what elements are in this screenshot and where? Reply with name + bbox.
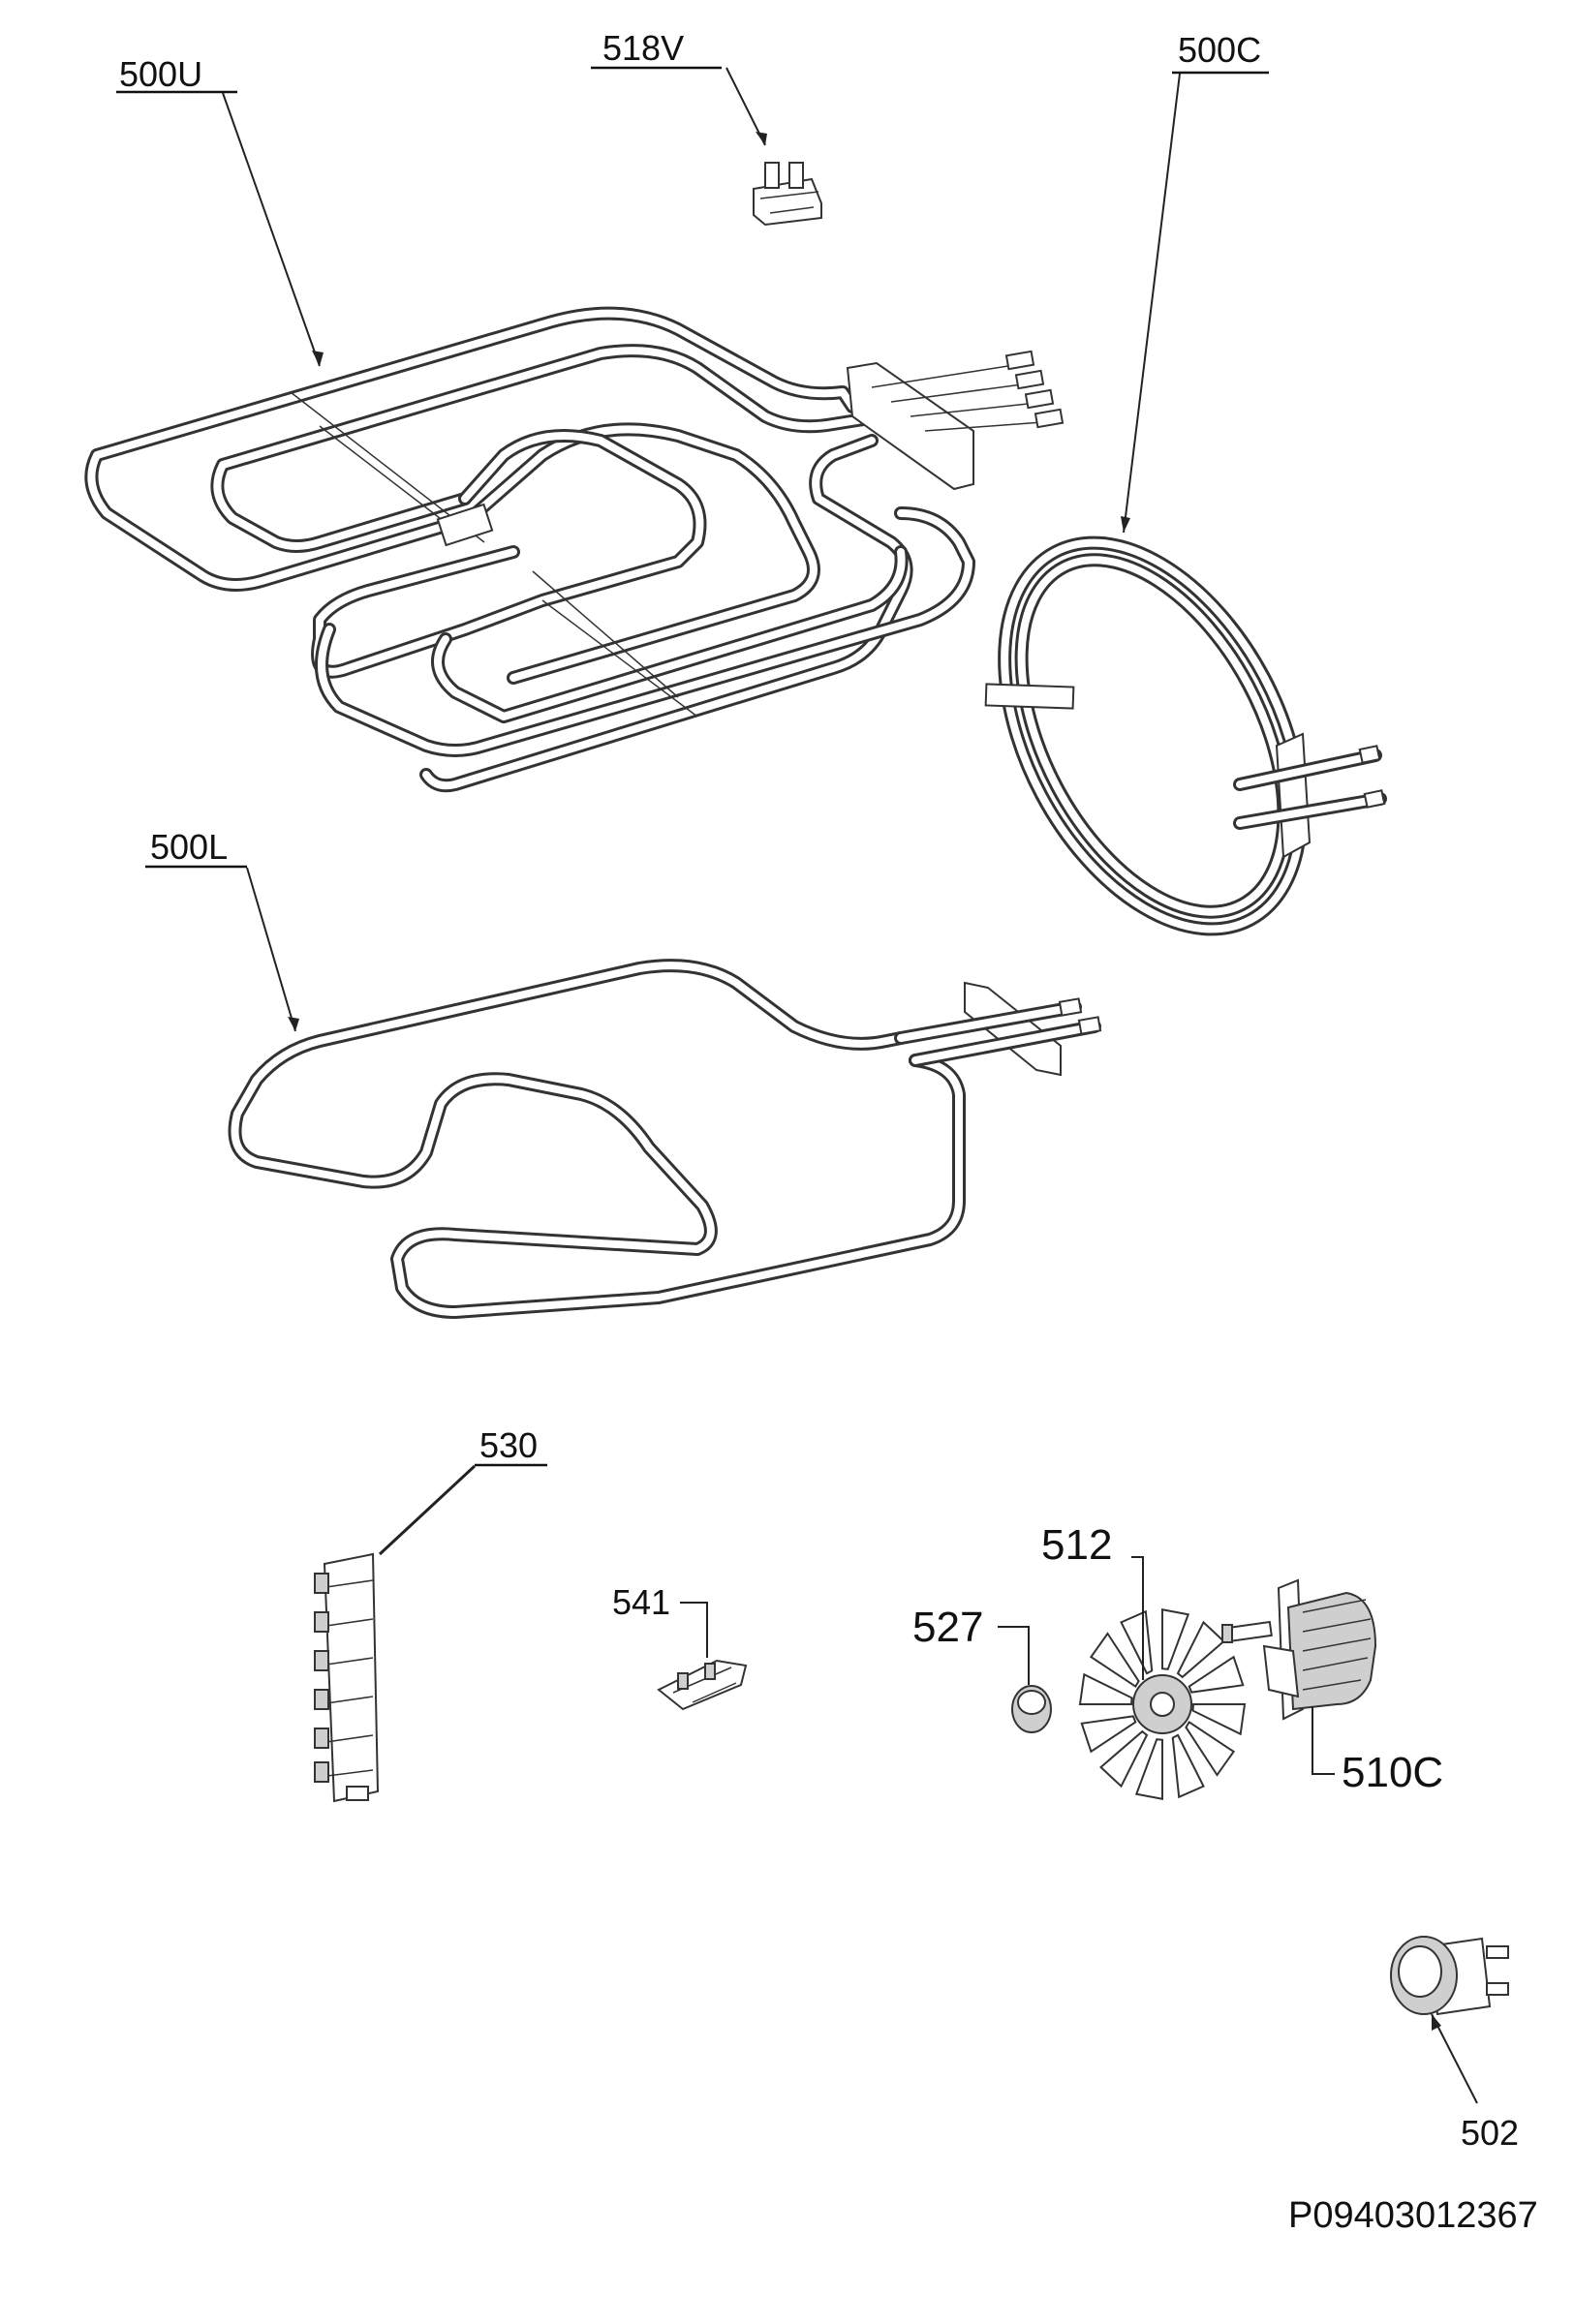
label-510C: 510C	[1342, 1749, 1443, 1796]
part-510C-fan-motor	[1221, 1578, 1377, 1721]
part-530-terminal-block	[314, 1552, 380, 1803]
fan-blade-vane	[1185, 1720, 1236, 1777]
part-500U-upper-heating-element	[84, 306, 1065, 793]
fan-blade-vane	[1120, 1609, 1154, 1675]
label-500L: 500L	[150, 827, 228, 867]
fan-blade-vane	[1191, 1703, 1247, 1736]
leader-lines	[116, 66, 1478, 2104]
label-502: 502	[1461, 2113, 1519, 2153]
part-541-switch	[657, 1659, 748, 1711]
fan-blade-vane	[1099, 1729, 1149, 1789]
part-518V-thermostat	[753, 162, 822, 227]
label-518V: 518V	[602, 28, 684, 68]
label-512: 512	[1041, 1521, 1112, 1569]
part-527-fan-nut	[1011, 1685, 1052, 1733]
fan-blade-vane	[1161, 1608, 1190, 1670]
part-500C-circular-heating-element	[984, 535, 1387, 936]
label-530: 530	[479, 1425, 538, 1465]
label-500U: 500U	[119, 54, 202, 94]
part-500L-lower-heating-element	[228, 959, 1102, 1319]
fan-blade-vane	[1134, 1738, 1163, 1800]
label-541: 541	[612, 1582, 670, 1622]
label-527: 527	[912, 1604, 983, 1651]
label-500C: 500C	[1178, 30, 1261, 70]
document-id: P09403012367	[1288, 2195, 1538, 2236]
fan-blade-vane	[1089, 1632, 1140, 1689]
fan-blade-vane	[1171, 1733, 1205, 1799]
fan-blade-vane	[1078, 1672, 1133, 1705]
part-number-labels: 500U 518V 500C 500L 530 541 512 527 510C…	[119, 28, 1538, 2236]
part-502-oven-lamp	[1390, 1936, 1509, 2016]
part-512-fan-blade	[1078, 1608, 1247, 1800]
fan-blade-vane	[1188, 1655, 1245, 1694]
fan-blade-vane	[1080, 1715, 1137, 1754]
